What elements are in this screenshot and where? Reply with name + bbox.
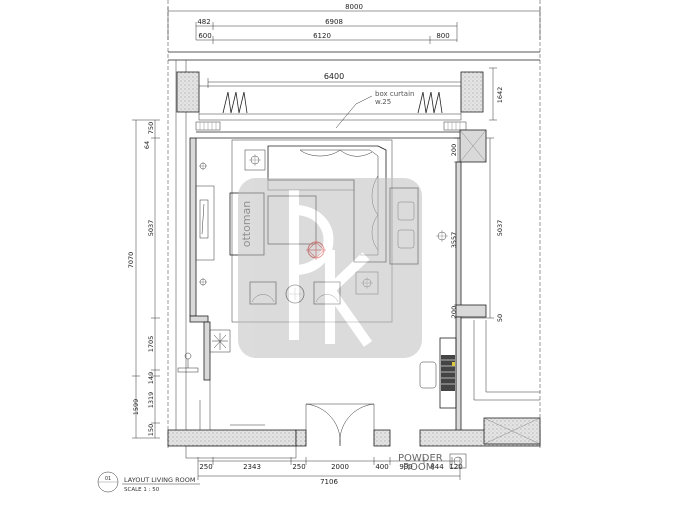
curtain-fold-right [417, 91, 443, 114]
entry-door [305, 403, 375, 447]
dim-right-f: 5037 [496, 220, 504, 237]
dim-bottom-b: 2343 [243, 463, 261, 471]
column-top-left [176, 71, 200, 113]
piano-bench [419, 361, 437, 389]
curtain-leader [335, 95, 373, 129]
curtain-width-label: w.25 [375, 98, 391, 106]
dim-top-third-left: 600 [198, 32, 211, 40]
top-dimensions [167, 7, 541, 88]
side-table-top-left [244, 149, 266, 171]
powder-room-label-2: ROOM [403, 462, 434, 473]
title-block [97, 471, 200, 493]
dim-left-total: 7070 [127, 252, 135, 269]
dim-bottom-a: 250 [199, 463, 212, 471]
left-dimensions [132, 119, 160, 439]
dim-left-b: 750 [147, 122, 155, 134]
dim-top-third-mid: 6120 [313, 32, 331, 40]
dim-top-overall: 8000 [345, 3, 363, 11]
dim-bottom-g: 844 [430, 463, 444, 471]
drawing-scale: SCALE 1 : 50 [124, 487, 160, 493]
watermark-logo [238, 178, 422, 358]
drawing-title: LAYOUT LIVING ROOM [124, 476, 195, 484]
dim-right-g: 50 [496, 314, 504, 322]
dim-bottom-total: 7106 [320, 478, 338, 486]
wall-lamps-left [199, 162, 207, 286]
dim-top-left-offset: 482 [197, 18, 210, 26]
plant-left [209, 329, 231, 353]
bottom-wall-left [167, 429, 297, 447]
walls [167, 71, 541, 459]
dim-bottom-c: 250 [292, 463, 305, 471]
dim-left-h: 150 [147, 424, 155, 436]
dim-left-c: 5037 [147, 220, 155, 237]
floor-lamp-left [177, 352, 199, 373]
dim-inner-width: 6400 [324, 72, 344, 81]
dim-left-d: 1705 [147, 336, 155, 353]
dim-top-third-right: 800 [436, 32, 449, 40]
powder-room-label: POWDER [398, 453, 443, 464]
dim-right-a: 1642 [496, 87, 504, 104]
dim-right-d: 3557 [450, 232, 458, 249]
tv-console-left [195, 185, 215, 261]
vent-right [443, 121, 467, 131]
dim-bottom-f: 900 [399, 463, 412, 471]
lamp-right [436, 230, 448, 242]
curtain-fold-left [222, 91, 248, 114]
column-top-right [460, 71, 484, 113]
dim-right-b: 200 [450, 144, 458, 156]
outer-frame [167, 0, 541, 450]
dim-bottom-e: 400 [375, 463, 388, 471]
title-mark: 01 [105, 476, 111, 482]
dim-right-e: 200 [450, 306, 458, 318]
dim-left-g: 1599 [132, 399, 140, 416]
toilet [449, 453, 467, 469]
piano [419, 337, 457, 409]
dim-top-second: 6908 [325, 18, 343, 26]
dim-left-e: 149 [147, 372, 155, 384]
dim-bottom-d: 2000 [331, 463, 349, 471]
dim-bottom-h: 120 [449, 463, 462, 471]
dim-left-f: 1319 [147, 392, 155, 409]
bottom-dimensions [197, 457, 461, 480]
dim-left-a: 64 [143, 141, 151, 149]
curtain-label: box curtain [375, 90, 414, 98]
